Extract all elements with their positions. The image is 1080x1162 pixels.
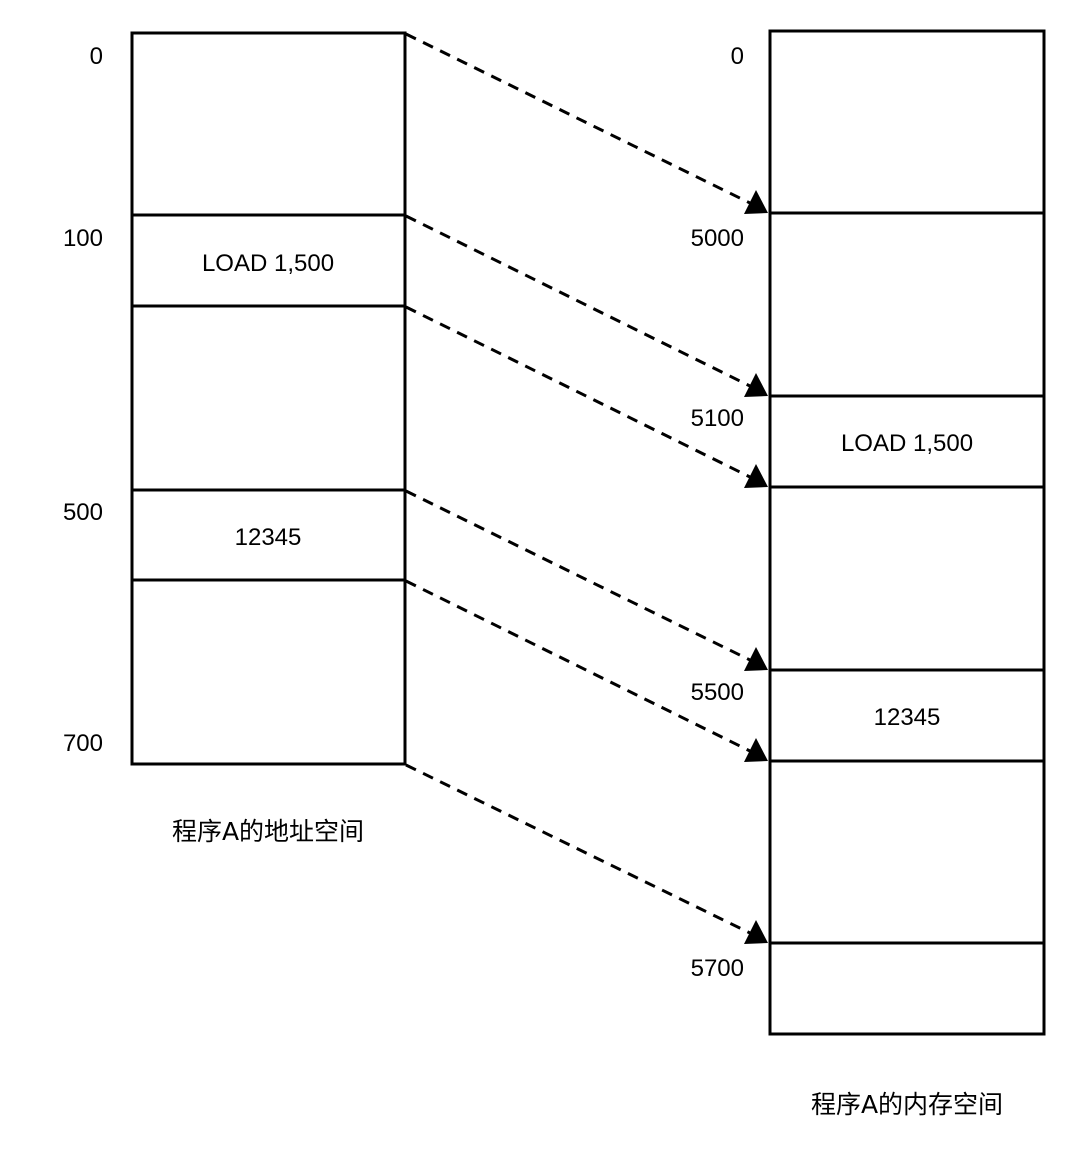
mapping-arrow bbox=[405, 763, 753, 936]
mapping-arrow bbox=[405, 214, 753, 389]
address-label: 700 bbox=[63, 730, 103, 757]
address-cell-instruction: LOAD 1,500 bbox=[202, 250, 334, 277]
memory-address-label: 5500 bbox=[691, 679, 744, 706]
mapping-arrow bbox=[405, 489, 753, 663]
address-space-box bbox=[130, 31, 407, 766]
mapping-arrow bbox=[405, 305, 753, 480]
address-space-column: LOAD 1,500 12345 0 100 500 700 程序A的地址空间 bbox=[63, 31, 407, 846]
memory-space-box bbox=[768, 29, 1046, 1036]
memory-cell-data: 12345 bbox=[874, 704, 941, 731]
mapping-arrow bbox=[405, 579, 753, 754]
address-space-caption: 程序A的地址空间 bbox=[172, 817, 364, 846]
arrowhead bbox=[744, 464, 768, 488]
memory-address-label: 5000 bbox=[691, 225, 744, 252]
arrowhead bbox=[744, 647, 768, 671]
address-label: 0 bbox=[90, 43, 103, 70]
memory-cell-instruction: LOAD 1,500 bbox=[841, 430, 973, 457]
arrowhead bbox=[744, 920, 768, 944]
arrowhead bbox=[744, 190, 768, 214]
memory-address-label: 5700 bbox=[691, 955, 744, 982]
address-label: 100 bbox=[63, 225, 103, 252]
memory-space-column: LOAD 1,500 12345 0 5000 5100 5500 5700 程… bbox=[691, 29, 1046, 1119]
arrowhead bbox=[744, 373, 768, 397]
memory-address-label: 0 bbox=[731, 43, 744, 70]
arrowhead bbox=[744, 738, 768, 762]
mapping-arrows bbox=[405, 32, 768, 944]
address-label: 500 bbox=[63, 499, 103, 526]
address-cell-data: 12345 bbox=[235, 524, 302, 551]
memory-space-caption: 程序A的内存空间 bbox=[811, 1090, 1003, 1119]
mapping-arrow bbox=[405, 32, 753, 206]
memory-address-label: 5100 bbox=[691, 405, 744, 432]
